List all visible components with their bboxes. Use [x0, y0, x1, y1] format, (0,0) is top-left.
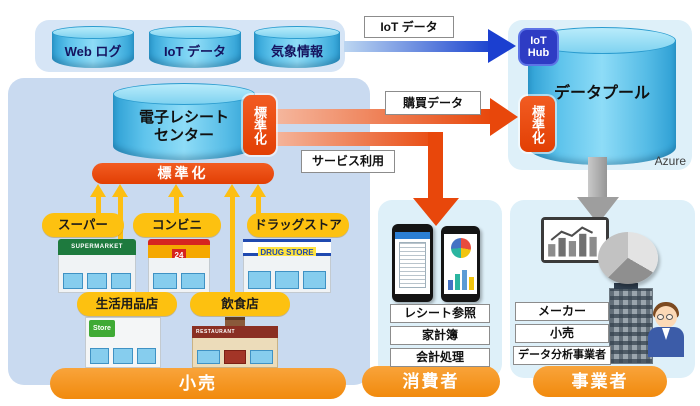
service-arrow-head — [413, 198, 459, 226]
receipt-lines — [399, 242, 426, 288]
service-arrow-hshaft — [258, 132, 443, 146]
smartphone-receipt-icon — [392, 224, 433, 302]
business-entity-retail: 小売 — [515, 324, 609, 343]
restaurant-store-icon: RESTAURANT — [192, 317, 278, 368]
bar-line-chart-icon — [541, 217, 609, 263]
business-footer-pill: 事業者 — [533, 366, 667, 397]
iot-arrow-head — [488, 29, 516, 63]
retail-standardize-bar: 標準化 — [92, 163, 274, 184]
smartphone-analytics-icon — [441, 226, 480, 302]
receipt-standardize-badge: 標準化 — [243, 95, 276, 155]
service-arrow-vshaft — [428, 132, 443, 200]
iot-hub-line1: IoT — [530, 35, 547, 47]
glasses-icon — [657, 314, 675, 320]
purchase-arrow-head — [490, 98, 518, 136]
businessman-icon — [648, 302, 684, 362]
shop-pill-convenience: コンビニ — [133, 213, 221, 237]
bar-chart-mini-icon — [448, 268, 474, 290]
consumer-footer-pill: 消費者 — [362, 366, 500, 397]
convenience-store-icon: 24 — [148, 239, 210, 293]
weblog-label: Web ログ — [64, 44, 122, 59]
up-arrow-icon — [224, 184, 240, 197]
up-arrow-icon — [168, 184, 184, 197]
data-pool-label: データプール — [553, 85, 650, 102]
shop-pill-household: 生活用品店 — [77, 292, 177, 316]
iot-flow-label: IoT データ — [364, 16, 454, 38]
iot-hub-badge: IoT Hub — [518, 28, 559, 66]
up-arrow-icon — [90, 184, 106, 197]
iot-data-cylinder-icon: IoT データ — [149, 26, 241, 68]
pie-chart-icon — [598, 232, 658, 284]
iot-hub-line2: Hub — [527, 47, 550, 59]
weather-label: 気象情報 — [270, 44, 323, 59]
cloud-standardize-badge: 標準化 — [520, 96, 555, 152]
supermarket-store-icon: SUPERMARKET — [58, 239, 136, 293]
weather-cylinder-icon: 気象情報 — [254, 26, 340, 68]
up-arrow-icon — [250, 184, 266, 197]
retail-footer-pill: 小売 — [50, 368, 346, 399]
restaurant-sign: RESTAURANT — [192, 326, 278, 338]
weblog-cylinder-icon: Web ログ — [52, 26, 134, 68]
shop-pill-supermarket: スーパー — [42, 213, 124, 237]
supermarket-sign: SUPERMARKET — [58, 239, 136, 255]
iot-data-label: IoT データ — [163, 44, 227, 59]
shop-pill-drugstore: ドラッグストア — [247, 213, 349, 237]
office-building-icon — [609, 283, 653, 364]
shop-pill-restaurant: 飲食店 — [190, 292, 290, 316]
purchase-flow-label: 購買データ — [385, 91, 481, 115]
household-sign: Store — [89, 320, 115, 337]
receipt-center-line2: センター — [153, 127, 214, 144]
drugstore-sign: DRUG STORE — [258, 247, 316, 258]
service-flow-label: サービス利用 — [301, 150, 395, 173]
azure-label: Azure — [654, 154, 686, 168]
up-arrow-icon — [112, 184, 128, 197]
business-entity-analytics: データ分析事業者 — [513, 346, 611, 365]
household-store-icon: Store — [85, 317, 161, 368]
business-entity-maker: メーカー — [515, 302, 609, 321]
receipt-center-line1: 電子レシート — [138, 109, 229, 126]
pie-chart-mini-icon — [451, 238, 471, 258]
analytics-arrow-shaft — [588, 157, 607, 199]
receipt-center-cylinder-icon: 電子レシート センター — [113, 83, 255, 160]
iot-arrow-shaft — [344, 41, 490, 52]
consumer-service-receipt: レシート参照 — [390, 304, 490, 323]
drugstore-store-icon: DRUG STORE — [243, 239, 331, 293]
consumer-service-kakeibo: 家計簿 — [390, 326, 490, 345]
consumer-service-accounting: 会計処理 — [390, 348, 490, 367]
